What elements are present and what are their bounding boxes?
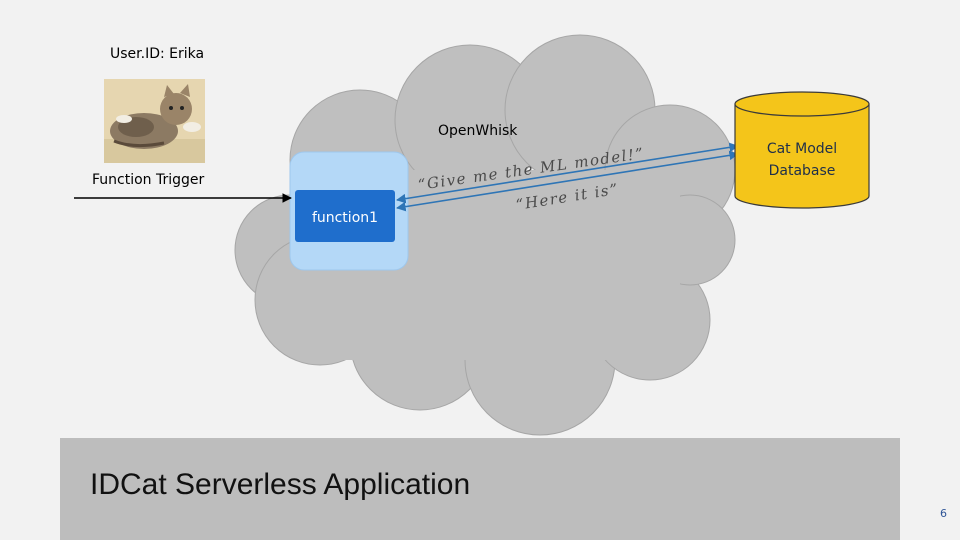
database-label-line2: Database [768, 163, 836, 179]
cat-photo-icon [104, 79, 205, 163]
response-arrow [396, 150, 739, 212]
footer-title: IDCat Serverless Application [90, 468, 471, 501]
cat-model-database-label: Cat Model Database [735, 138, 869, 182]
database-cylinder [734, 91, 870, 209]
openwhisk-label: OpenWhisk [438, 123, 518, 139]
user-id-label: User.ID: Erika [110, 46, 205, 62]
footer-bar [60, 438, 900, 540]
function-box[interactable] [295, 190, 395, 242]
function1-label: function1 [311, 210, 379, 226]
database-label-line1: Cat Model [766, 141, 838, 157]
page-number: 6 [940, 507, 947, 520]
function-trigger-label: Function Trigger [92, 172, 205, 188]
